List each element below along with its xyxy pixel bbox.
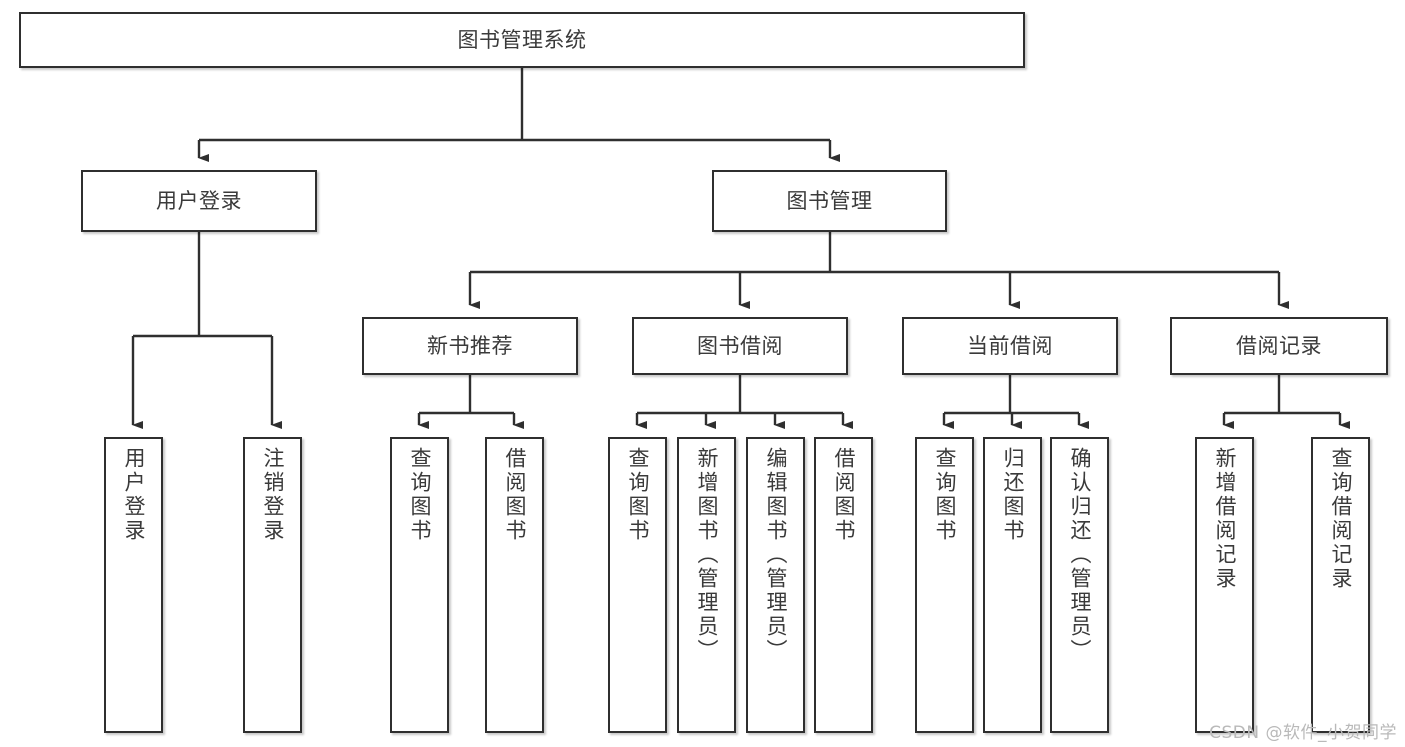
node-leaf-query-record-label: 查询借阅记录 <box>1329 447 1353 591</box>
node-leaf-query-book-2-label: 查询图书 <box>626 447 650 543</box>
node-new-book-rec-label: 新书推荐 <box>427 333 513 358</box>
node-leaf-confirm-return[interactable]: 确认归还（管理员） <box>1050 437 1109 733</box>
node-borrow-record[interactable]: 借阅记录 <box>1170 317 1388 375</box>
node-leaf-query-record[interactable]: 查询借阅记录 <box>1311 437 1370 733</box>
node-leaf-query-book-3[interactable]: 查询图书 <box>915 437 974 733</box>
node-leaf-add-book[interactable]: 新增图书（管理员） <box>677 437 736 733</box>
node-root-label: 图书管理系统 <box>457 27 587 52</box>
node-leaf-confirm-return-label: 确认归还（管理员） <box>1068 447 1092 663</box>
node-leaf-add-book-label: 新增图书（管理员） <box>695 447 719 663</box>
node-leaf-logout[interactable]: 注销登录 <box>243 437 302 733</box>
node-book-manage[interactable]: 图书管理 <box>712 170 947 232</box>
node-leaf-add-record[interactable]: 新增借阅记录 <box>1195 437 1254 733</box>
node-leaf-borrow-book-1[interactable]: 借阅图书 <box>485 437 544 733</box>
node-user-login-label: 用户登录 <box>156 188 242 213</box>
node-book-borrow[interactable]: 图书借阅 <box>632 317 848 375</box>
node-book-borrow-label: 图书借阅 <box>697 333 783 358</box>
node-book-manage-label: 图书管理 <box>786 188 873 213</box>
node-leaf-logout-label: 注销登录 <box>261 447 285 543</box>
node-leaf-edit-book[interactable]: 编辑图书（管理员） <box>746 437 805 733</box>
node-new-book-rec[interactable]: 新书推荐 <box>362 317 578 375</box>
node-root[interactable]: 图书管理系统 <box>19 12 1025 68</box>
node-leaf-return-book[interactable]: 归还图书 <box>983 437 1042 733</box>
node-leaf-query-book-1[interactable]: 查询图书 <box>390 437 449 733</box>
node-leaf-query-book-2[interactable]: 查询图书 <box>608 437 667 733</box>
node-user-login[interactable]: 用户登录 <box>81 170 317 232</box>
node-leaf-user-login[interactable]: 用户登录 <box>104 437 163 733</box>
node-leaf-return-book-label: 归还图书 <box>1001 447 1025 543</box>
node-current-borrow[interactable]: 当前借阅 <box>902 317 1118 375</box>
node-leaf-edit-book-label: 编辑图书（管理员） <box>764 447 788 663</box>
node-borrow-record-label: 借阅记录 <box>1236 333 1322 358</box>
node-leaf-borrow-book-2[interactable]: 借阅图书 <box>814 437 873 733</box>
node-leaf-query-book-1-label: 查询图书 <box>408 447 432 543</box>
node-leaf-user-login-label: 用户登录 <box>122 447 146 543</box>
node-leaf-borrow-book-1-label: 借阅图书 <box>503 447 527 543</box>
node-leaf-borrow-book-2-label: 借阅图书 <box>832 447 856 543</box>
node-leaf-query-book-3-label: 查询图书 <box>933 447 957 543</box>
node-leaf-add-record-label: 新增借阅记录 <box>1213 447 1237 591</box>
node-current-borrow-label: 当前借阅 <box>967 333 1053 358</box>
watermark: CSDN @软件_小贺同学 <box>1209 723 1397 743</box>
